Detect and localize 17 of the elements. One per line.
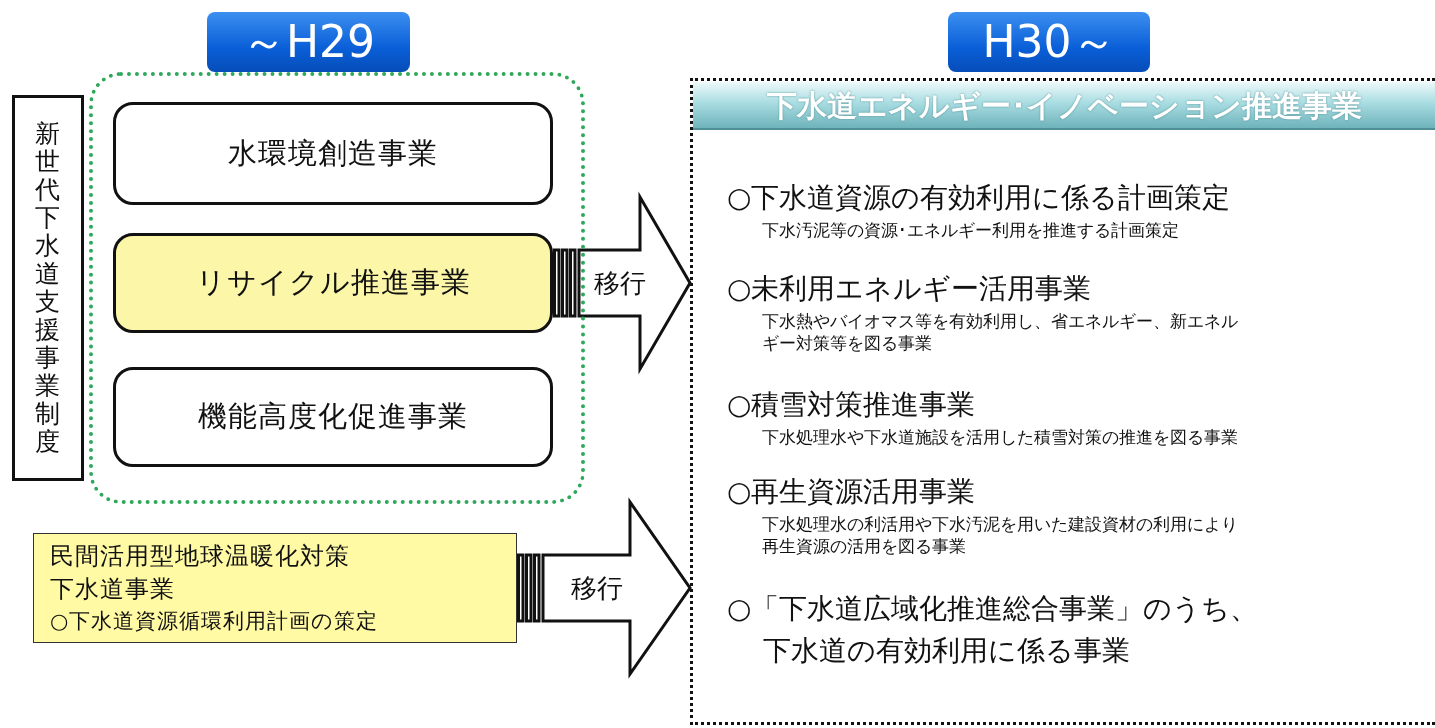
program-box: 機能高度化促進事業 <box>113 367 553 467</box>
period-badge: H30～ <box>948 12 1150 72</box>
header-band: 下水道エネルギー･イノベーション推進事業 <box>693 82 1435 130</box>
item-description: 下水処理水の利活用や下水汚泥を用いた建設資材の利用により再生資源の活用を図る事業 <box>762 513 1239 557</box>
item-heading: ○未利用エネルギー活用事業 <box>727 271 1093 307</box>
item-heading: ○再生資源活用事業 <box>727 474 977 510</box>
item-description: 下水汚泥等の資源･エネルギー利用を推進する計画策定 <box>762 219 1180 241</box>
item-heading: ○積雪対策推進事業 <box>727 387 977 423</box>
period-badge: ～H29 <box>207 12 410 72</box>
vertical-label-box: 新世代下水道支援事業制度 <box>12 95 84 481</box>
item-heading: ○下水道資源の有効利用に係る計画策定 <box>727 180 1232 216</box>
item-heading: ○「下水道広域化推進総合事業」のうち、下水道の有効利用に係る事業 <box>727 591 1260 669</box>
item-description: 下水処理水や下水道施設を活用した積雪対策の推進を図る事業 <box>762 426 1239 448</box>
program-box: 水環境創造事業 <box>113 102 553 205</box>
program-box: リサイクル推進事業 <box>113 233 553 333</box>
program-box: 民間活用型地球温暖化対策下水道事業 ○下水道資源循環利用計画の策定 <box>33 533 517 643</box>
item-description: 下水熱やバイオマス等を有効利用し、省エネルギー、新エネルギー対策等を図る事業 <box>762 310 1239 354</box>
